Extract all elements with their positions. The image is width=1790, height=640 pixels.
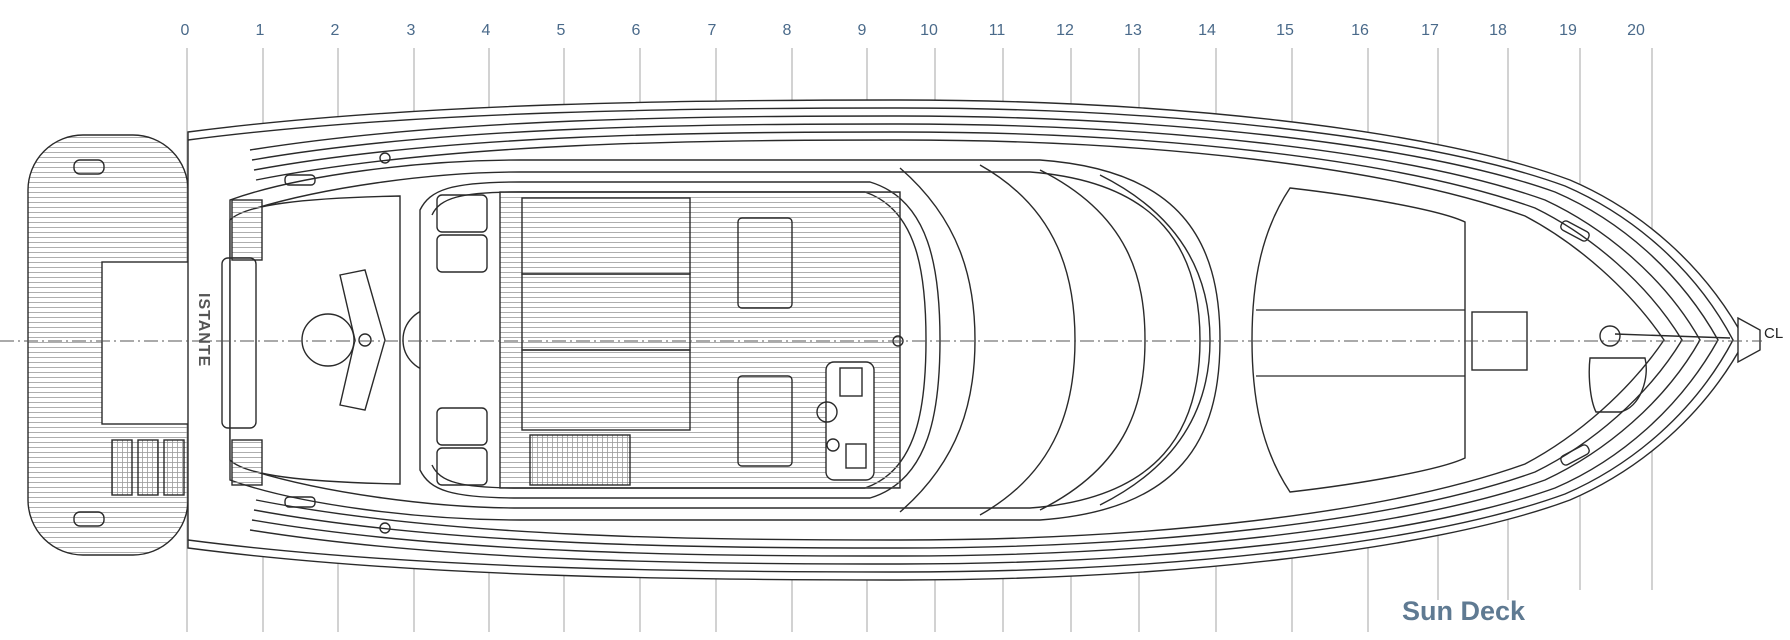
- arch-hub: [358, 333, 372, 347]
- station-labels: 0 1 2 3 4 5 6 7 8 9 10 11 12 13 14 15 16…: [181, 22, 1645, 39]
- station-label: 0: [181, 22, 190, 39]
- station-label: 1: [256, 22, 265, 39]
- anchor-chain: [1614, 333, 1731, 339]
- anchor-locker: [1588, 357, 1647, 413]
- cleat: [73, 159, 105, 175]
- station-label: 7: [708, 22, 717, 39]
- transom-locker: [101, 261, 191, 425]
- bench-cushion: [436, 234, 488, 273]
- bench-cushion: [436, 407, 488, 446]
- station-label: 2: [331, 22, 340, 39]
- side-deck-teak: [249, 115, 1719, 565]
- brand-name: ISTANTE: [195, 293, 212, 367]
- sunbed-steps: [529, 434, 631, 486]
- station-label: 20: [1627, 22, 1645, 39]
- station-label: 13: [1124, 22, 1142, 39]
- cleat: [73, 511, 105, 527]
- station-label: 15: [1276, 22, 1294, 39]
- radar-dome: [301, 313, 355, 367]
- hull-outline: [27, 99, 1761, 581]
- cleat: [284, 174, 316, 186]
- aft-step: [221, 257, 257, 429]
- cleat: [284, 496, 316, 508]
- deck-title: Sun Deck: [1402, 596, 1526, 626]
- bench-cushion: [436, 447, 488, 486]
- station-label: 5: [557, 22, 566, 39]
- windshield-curve: [1099, 174, 1211, 506]
- station-label: 3: [407, 22, 416, 39]
- side-deck-teak: [251, 123, 1701, 557]
- windshield-curve: [979, 164, 1076, 516]
- bow-roller: [1737, 316, 1761, 364]
- helm-wheel: [816, 401, 838, 423]
- seat-cushion: [737, 375, 793, 467]
- helm-throttle: [826, 438, 840, 452]
- bench-cushion: [436, 194, 488, 233]
- deck-fitting: [379, 152, 391, 164]
- station-label: 19: [1559, 22, 1577, 39]
- forward-sunpad: [1251, 187, 1466, 493]
- station-label: 11: [989, 22, 1006, 39]
- sunbed-cushion: [521, 349, 691, 431]
- station-label: 16: [1351, 22, 1369, 39]
- helm-console: [825, 361, 875, 481]
- centerline-label: CL: [1764, 325, 1783, 342]
- windshield-curve: [1039, 169, 1146, 511]
- transom-step: [163, 439, 185, 496]
- station-label: 18: [1489, 22, 1507, 39]
- seat-cushion: [737, 217, 793, 309]
- helm-display: [839, 367, 863, 397]
- transom-step: [111, 439, 133, 496]
- deck-fitting: [379, 522, 391, 534]
- windlass: [1599, 325, 1621, 347]
- station-label: 6: [632, 22, 641, 39]
- helm-display: [845, 443, 867, 469]
- station-label: 8: [783, 22, 792, 39]
- aft-cockpit-teak: [231, 199, 263, 261]
- coaming-line: [249, 171, 1201, 509]
- lounge-coaming-inner: [431, 191, 927, 489]
- windshield-curve: [899, 167, 976, 513]
- station-label: 4: [482, 22, 491, 39]
- station-label: 9: [858, 22, 867, 39]
- side-deck-teak: [253, 131, 1683, 549]
- station-label: 12: [1056, 22, 1074, 39]
- transom-step: [137, 439, 159, 496]
- station-label: 17: [1421, 22, 1439, 39]
- gunwale-line: [187, 107, 1734, 573]
- station-label: 14: [1198, 22, 1216, 39]
- cleat: [1560, 444, 1590, 466]
- side-deck-teak: [255, 139, 1665, 541]
- aft-cockpit-teak: [231, 439, 263, 486]
- station-label: 10: [920, 22, 938, 39]
- cleat: [1560, 220, 1590, 242]
